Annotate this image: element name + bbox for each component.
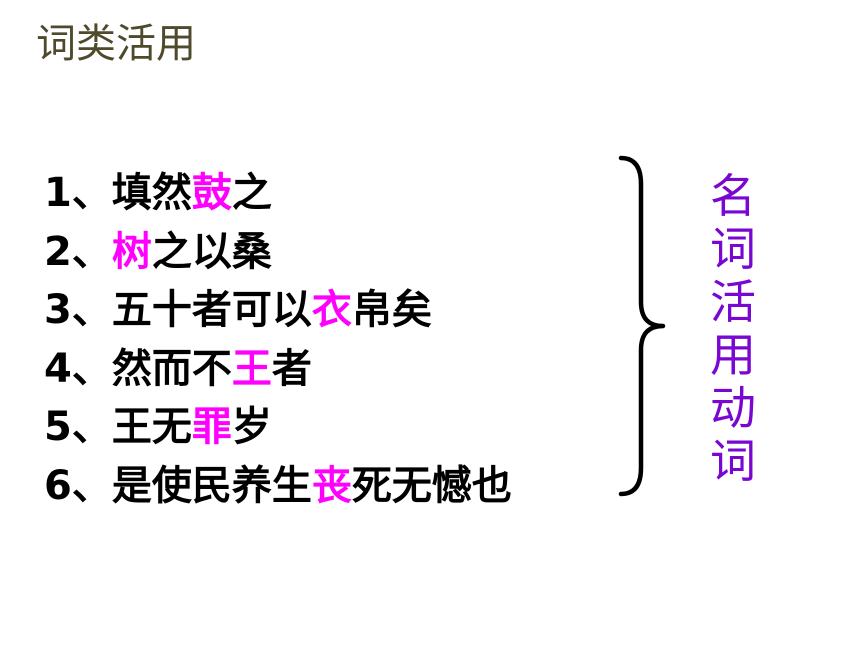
example-list: 1、填然鼓之 2、树之以桑 3、五十者可以衣帛矣 4、然而不王者 5、王无罪岁 … <box>44 164 512 515</box>
category-label-char: 词 <box>710 434 756 488</box>
category-label-char: 活 <box>710 275 756 329</box>
highlighted-word: 树 <box>111 228 152 275</box>
example-item-3: 3、五十者可以衣帛矣 <box>44 281 512 340</box>
category-label-char: 名 <box>710 169 756 223</box>
slide-title: 词类活用 <box>36 21 196 67</box>
example-suffix: 者 <box>271 345 312 392</box>
example-item-1: 1、填然鼓之 <box>44 164 512 223</box>
highlighted-word: 王 <box>231 345 272 392</box>
example-prefix: 4、然而不 <box>44 345 232 392</box>
category-label-char: 词 <box>710 222 756 276</box>
category-label: 名 词 活 用 动 词 <box>704 170 762 488</box>
example-prefix: 3、五十者可以 <box>44 287 312 333</box>
example-item-2: 2、树之以桑 <box>44 223 512 282</box>
example-suffix: 帛矣 <box>351 287 432 333</box>
example-item-4: 4、然而不王者 <box>44 340 512 399</box>
example-prefix: 6、是使民养生 <box>44 462 312 509</box>
category-label-char: 动 <box>710 381 756 435</box>
category-label-char: 用 <box>710 328 756 382</box>
example-suffix: 之以桑 <box>151 228 272 275</box>
example-suffix: 死无憾也 <box>351 462 512 509</box>
highlighted-word: 衣 <box>311 287 352 333</box>
example-item-6: 6、是使民养生丧死无憾也 <box>44 457 512 516</box>
example-prefix: 5、王无 <box>44 404 192 450</box>
example-item-5: 5、王无罪岁 <box>44 398 512 457</box>
highlighted-word: 罪 <box>191 404 232 450</box>
example-prefix: 1、填然 <box>44 170 192 216</box>
example-suffix: 之 <box>231 170 272 216</box>
right-curly-brace <box>618 155 666 497</box>
example-prefix: 2、 <box>44 228 112 275</box>
example-suffix: 岁 <box>231 404 272 450</box>
highlighted-word: 鼓 <box>191 170 232 216</box>
highlighted-word: 丧 <box>311 462 352 509</box>
